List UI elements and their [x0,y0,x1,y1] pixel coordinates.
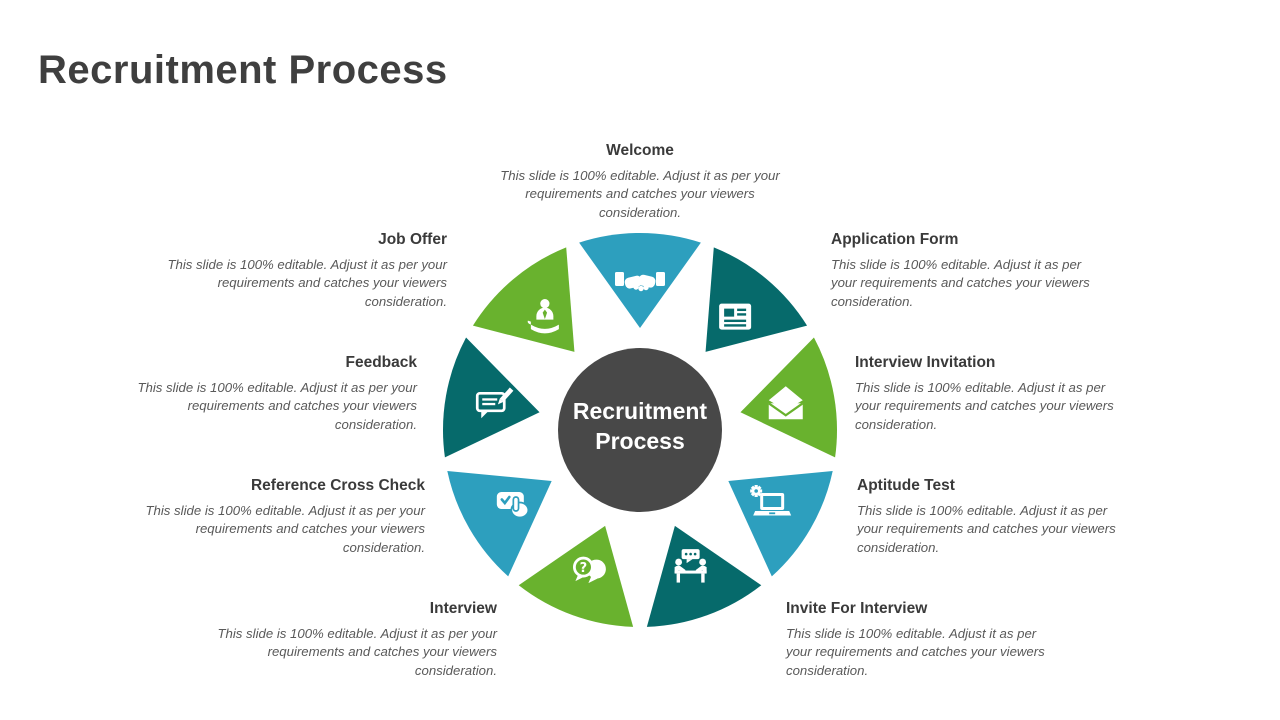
form-icon [719,303,752,330]
laptop-gear-icon [750,485,792,516]
segment-title: Application Form [831,231,959,248]
wedge-reference-cross-check [447,470,552,577]
segment-title: Reference Cross Check [250,477,425,494]
segment-description: This slide is 100% editable. Adjust it a… [786,626,1045,678]
wedge-interview [518,525,634,627]
segment-title: Interview [429,600,497,617]
chat-question-icon: ? [572,556,606,584]
segment-description: This slide is 100% editable. Adjust it a… [857,503,1116,555]
meeting-icon [674,549,707,583]
segment-title: Invite For Interview [786,600,928,617]
handshake-icon [615,272,665,292]
segment-title: Interview Invitation [855,354,996,371]
segment-title: Feedback [345,354,417,371]
wedge-application-form [705,247,808,352]
segment-title: Job Offer [378,231,447,248]
segment-description: This slide is 100% editable. Adjust it a… [217,626,497,678]
segment-description: This slide is 100% editable. Adjust it a… [145,503,425,555]
svg-text:?: ? [580,561,588,576]
segment-description: This slide is 100% editable. Adjust it a… [831,257,1090,309]
wheel-center-circle [558,348,722,512]
segment-title: Aptitude Test [857,477,955,494]
segment-description: This slide is 100% editable. Adjust it a… [855,380,1114,432]
press-button-icon [496,492,530,519]
wedge-feedback [443,337,540,458]
segment-description: This slide is 100% editable. Adjust it a… [137,380,417,432]
segment-description: This slide is 100% editable. Adjust it a… [500,168,780,220]
person-hand-icon [527,299,559,334]
segment-description: This slide is 100% editable. Adjust it a… [167,257,447,309]
wedge-job-offer [472,247,575,352]
page-title: Recruitment Process [38,48,448,92]
feedback-note-icon [475,387,514,419]
wedge-aptitude-test [728,470,833,577]
open-envelope-icon [768,386,804,420]
segment-title: Welcome [606,142,674,159]
wheel-center-label: Recruitment Process [572,398,708,455]
